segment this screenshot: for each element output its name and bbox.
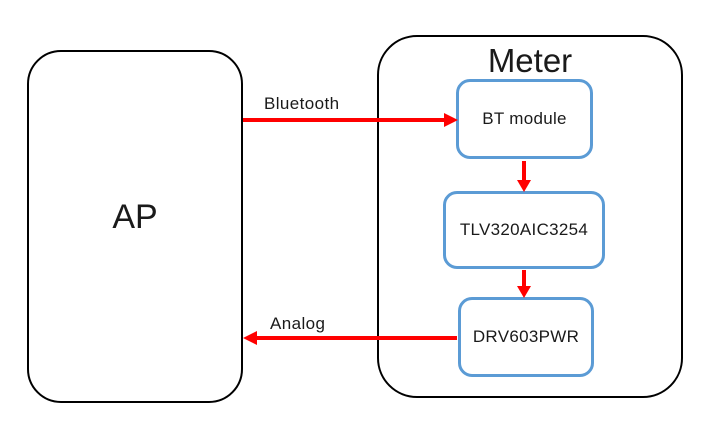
ap-node-label: AP [112,198,158,236]
meter-group-label: Meter [487,42,573,79]
codec-node: TLV320AIC3254 [443,191,605,269]
bt-module-node: BT module [456,79,593,159]
bluetooth-edge-label: Bluetooth [264,94,340,113]
amp-label: DRV603PWR [472,327,580,346]
analog-edge-label: Analog [270,314,326,333]
codec-label: TLV320AIC3254 [459,220,589,239]
bt-module-label: BT module [482,109,567,128]
ap-node: AP [27,50,243,403]
amp-node: DRV603PWR [458,297,594,377]
